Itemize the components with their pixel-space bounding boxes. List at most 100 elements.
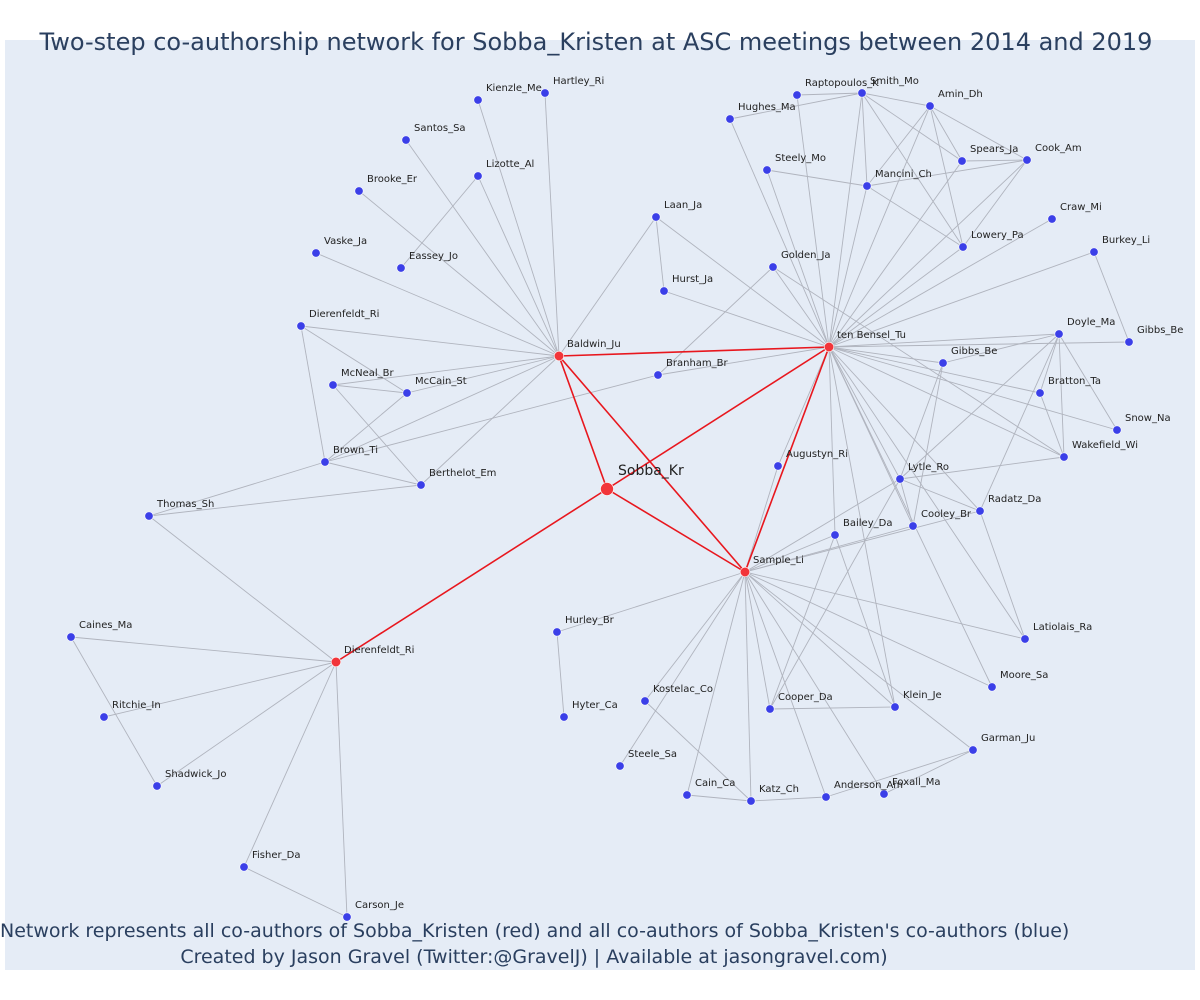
node-radatz[interactable] <box>975 506 985 516</box>
node-caines[interactable] <box>66 632 76 642</box>
node-klein[interactable] <box>890 702 900 712</box>
node-amin[interactable] <box>925 101 935 111</box>
edge-radatz-latiolais <box>979 510 1026 640</box>
node-foxall[interactable] <box>879 789 889 799</box>
edge-tenbensel-wakefield <box>828 346 1065 458</box>
node-kienzle[interactable] <box>473 95 483 105</box>
node-doyle[interactable] <box>1054 329 1064 339</box>
node-smith[interactable] <box>857 88 867 98</box>
node-label-sobba: Sobba_Kr <box>618 463 684 479</box>
node-golden[interactable] <box>768 262 778 272</box>
node-bratton[interactable] <box>1035 388 1045 398</box>
node-eassey[interactable] <box>396 263 406 273</box>
node-label-lytle: Lytle_Ro <box>908 462 949 473</box>
node-hurley[interactable] <box>552 627 562 637</box>
edge-sobba-dierenfeldt1 <box>335 488 608 663</box>
node-wakefield[interactable] <box>1059 452 1069 462</box>
node-raptopoulos[interactable] <box>792 90 802 100</box>
node-label-thomas: Thomas_Sh <box>156 499 214 510</box>
node-snow[interactable] <box>1112 425 1122 435</box>
node-garman[interactable] <box>968 745 978 755</box>
node-label-garman: Garman_Ju <box>981 733 1035 744</box>
node-shadwick[interactable] <box>152 781 162 791</box>
edge-baldwin-berthelot <box>420 355 560 486</box>
edge-sample-cooper <box>744 571 771 710</box>
node-baldwin[interactable] <box>553 350 565 362</box>
node-santos[interactable] <box>401 135 411 145</box>
node-tenbensel[interactable] <box>823 341 835 353</box>
node-laan[interactable] <box>651 212 661 222</box>
node-katz[interactable] <box>746 796 756 806</box>
edge-doyle-wakefield <box>1058 333 1065 458</box>
node-kostelac[interactable] <box>640 696 650 706</box>
edge-hurley-hyter <box>556 631 565 718</box>
node-spears[interactable] <box>957 156 967 166</box>
node-steely[interactable] <box>762 165 772 175</box>
edge-caines-shadwick <box>70 636 158 787</box>
node-steele[interactable] <box>615 761 625 771</box>
edge-amin-lowery <box>929 105 964 248</box>
node-branham[interactable] <box>653 370 663 380</box>
node-label-sample: Sample_Li <box>753 555 804 566</box>
node-mcneal[interactable] <box>328 380 338 390</box>
edge-sample-radatz <box>744 510 981 573</box>
edge-dierenfeldt1-carson <box>335 661 348 918</box>
edge-golden-branham <box>657 266 774 376</box>
node-vaske[interactable] <box>311 248 321 258</box>
node-lytle[interactable] <box>895 474 905 484</box>
node-hurst[interactable] <box>659 286 669 296</box>
node-mancini[interactable] <box>862 181 872 191</box>
node-hughes[interactable] <box>725 114 735 124</box>
node-anderson[interactable] <box>821 792 831 802</box>
node-brown[interactable] <box>320 457 330 467</box>
node-cooley[interactable] <box>908 521 918 531</box>
node-hartley[interactable] <box>540 88 550 98</box>
node-cooper[interactable] <box>765 704 775 714</box>
node-lowery[interactable] <box>958 242 968 252</box>
node-bailey[interactable] <box>830 530 840 540</box>
node-gibbs1[interactable] <box>1124 337 1134 347</box>
node-thomas[interactable] <box>144 511 154 521</box>
node-fisher[interactable] <box>239 862 249 872</box>
node-gibbs2[interactable] <box>938 358 948 368</box>
edge-tenbensel-klein <box>828 346 896 708</box>
edge-sobba-tenbensel <box>606 346 830 490</box>
node-label-shadwick: Shadwick_Jo <box>165 769 226 780</box>
node-latiolais[interactable] <box>1020 634 1030 644</box>
node-ritchie[interactable] <box>99 712 109 722</box>
edge-sample-hurley <box>556 571 746 633</box>
node-hyter[interactable] <box>559 712 569 722</box>
edge-sobba-baldwin <box>558 355 608 490</box>
edge-foxall-garman <box>883 749 974 795</box>
node-label-santos: Santos_Sa <box>414 123 466 134</box>
node-mccain[interactable] <box>402 388 412 398</box>
node-augustyn[interactable] <box>773 461 783 471</box>
node-label-brown: Brown_Ti <box>333 445 378 456</box>
edge-cook-mancini <box>866 159 1028 187</box>
node-label-lizotte: Lizotte_Al <box>486 159 534 170</box>
node-burkey[interactable] <box>1089 247 1099 257</box>
node-label-caines: Caines_Ma <box>79 620 132 631</box>
plot-area <box>5 40 1195 970</box>
node-lizotte[interactable] <box>473 171 483 181</box>
edge-tenbensel-sample <box>744 346 830 573</box>
node-sobba[interactable] <box>600 482 614 496</box>
node-cain[interactable] <box>682 790 692 800</box>
edge-dierenfeldt1-caines <box>70 636 337 663</box>
node-craw[interactable] <box>1047 214 1057 224</box>
node-cook[interactable] <box>1022 155 1032 165</box>
node-label-doyle: Doyle_Ma <box>1067 317 1115 328</box>
edge-smith-spears <box>861 92 963 162</box>
node-berthelot[interactable] <box>416 480 426 490</box>
node-moore[interactable] <box>987 682 997 692</box>
edge-tenbensel-augustyn <box>777 346 830 467</box>
edge-baldwin-vaske <box>315 252 560 357</box>
node-label-augustyn: Augustyn_Ri <box>786 449 848 460</box>
node-brooke[interactable] <box>354 186 364 196</box>
edge-thomas-berthelot <box>148 484 422 517</box>
node-label-branham: Branham_Br <box>666 358 729 369</box>
node-sample[interactable] <box>739 566 751 578</box>
node-dierenfeldt2[interactable] <box>296 321 306 331</box>
node-dierenfeldt1[interactable] <box>330 656 342 668</box>
node-carson[interactable] <box>342 912 352 922</box>
